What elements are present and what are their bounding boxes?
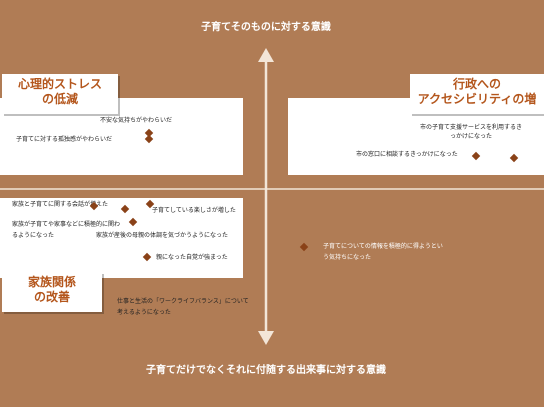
item-support-services: 市の子育て支援サービスを利用するき っかけになった bbox=[420, 124, 523, 140]
item-work-life-balance: 仕事と生活の「ワークライフバランス」について 考えるようになった bbox=[117, 298, 249, 316]
item-postpartum-care: 家族が産後の母親の体調を気づかうようになった bbox=[96, 232, 229, 239]
vertical-axis-arrow-down bbox=[258, 331, 274, 345]
vertical-axis-arrow-up bbox=[258, 48, 274, 62]
item-parent-awareness: 親になった自覚が強まった bbox=[156, 254, 228, 261]
item-family-involvement: 家族が子育てや家事などに積極的に関わ るようになった bbox=[12, 221, 121, 239]
item-consultation: 市の窓口に相談するきっかけになった bbox=[356, 151, 458, 158]
item-isolation-eased: 子育てに対する孤独感がやわらいだ bbox=[16, 136, 113, 143]
tag-psychological-stress: 心理的ストレス の低減 bbox=[2, 74, 118, 114]
panel-bottom-left bbox=[0, 198, 243, 278]
tag-family-relations: 家族関係 の改善 bbox=[2, 272, 102, 312]
tag-administrative-accessibility: 行政への アクセシビリティの増 bbox=[410, 74, 544, 114]
axis-label-top: 子育てそのものに対する意識 bbox=[201, 22, 331, 33]
axis-label-bottom: 子育てだけでなくそれに付随する出来事に対する意識 bbox=[146, 365, 386, 376]
item-enjoyment: 子育てしている楽しさが増した bbox=[152, 207, 236, 214]
item-information-seeking: 子育てについての情報を積極的に得ようとい う気持ちになった bbox=[323, 243, 443, 261]
item-family-talk: 家族と子育てに関する会話が増えた bbox=[12, 201, 109, 208]
item-anxiety-eased: 不安な気持ちがやわらいだ bbox=[100, 117, 173, 124]
